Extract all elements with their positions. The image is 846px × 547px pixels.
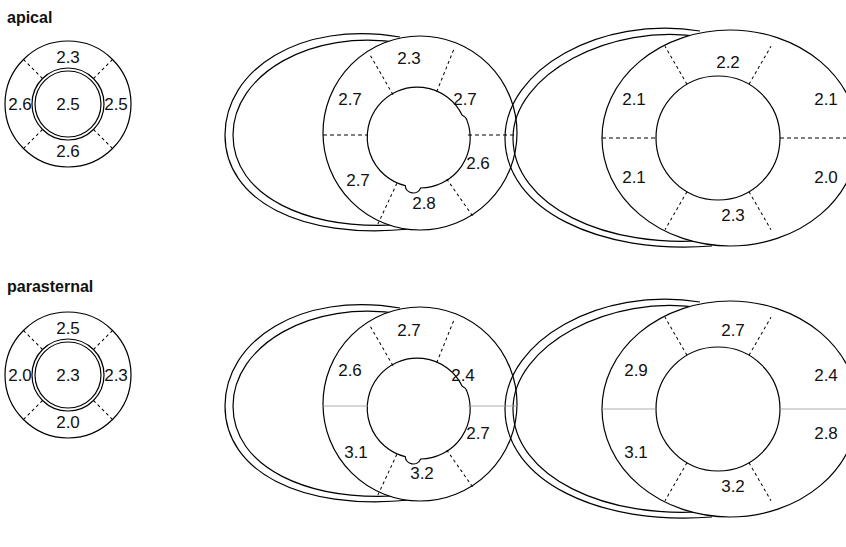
segment-value: 3.2 bbox=[721, 478, 745, 495]
segment-value: 2.0 bbox=[8, 367, 32, 384]
segment-value: 2.6 bbox=[466, 155, 490, 172]
segment-value: 2.5 bbox=[56, 320, 80, 337]
segment-value: 2.1 bbox=[622, 169, 646, 186]
segment-value: 2.3 bbox=[397, 50, 421, 67]
segment-value: 2.5 bbox=[104, 96, 128, 113]
segment-value: 2.3 bbox=[104, 367, 128, 384]
segment-value: 2.7 bbox=[721, 322, 745, 339]
segment-value: 3.1 bbox=[344, 444, 368, 461]
parasternal-views bbox=[5, 299, 846, 518]
segment-value: 2.0 bbox=[56, 414, 80, 431]
segment-value: 2.6 bbox=[56, 143, 80, 160]
segment-value: 2.4 bbox=[814, 367, 838, 384]
segment-value: 2.1 bbox=[814, 91, 838, 108]
segment-value: 2.1 bbox=[622, 91, 646, 108]
segment-value: 2.6 bbox=[338, 362, 362, 379]
view-label: apical bbox=[7, 10, 52, 26]
segment-value: 3.2 bbox=[410, 465, 434, 482]
segment-value: 2.8 bbox=[412, 195, 436, 212]
segment-value: 2.2 bbox=[716, 54, 740, 71]
apical-views bbox=[5, 28, 846, 247]
segment-value: 2.7 bbox=[466, 425, 490, 442]
segment-value: 2.5 bbox=[56, 96, 80, 113]
segment-value: 2.6 bbox=[8, 96, 32, 113]
segment-value: 2.7 bbox=[338, 91, 362, 108]
view-label: parasternal bbox=[7, 279, 93, 295]
segment-value: 2.7 bbox=[453, 91, 477, 108]
segment-value: 2.7 bbox=[346, 172, 370, 189]
segment-value: 2.4 bbox=[451, 367, 475, 384]
segment-value: 2.9 bbox=[624, 362, 648, 379]
segment-value: 3.1 bbox=[624, 444, 648, 461]
segment-value: 2.8 bbox=[814, 425, 838, 442]
segment-value: 2.7 bbox=[397, 322, 421, 339]
segment-value: 2.3 bbox=[56, 49, 80, 66]
segment-value: 2.0 bbox=[814, 169, 838, 186]
segment-value: 2.3 bbox=[56, 367, 80, 384]
segment-value: 2.3 bbox=[721, 207, 745, 224]
